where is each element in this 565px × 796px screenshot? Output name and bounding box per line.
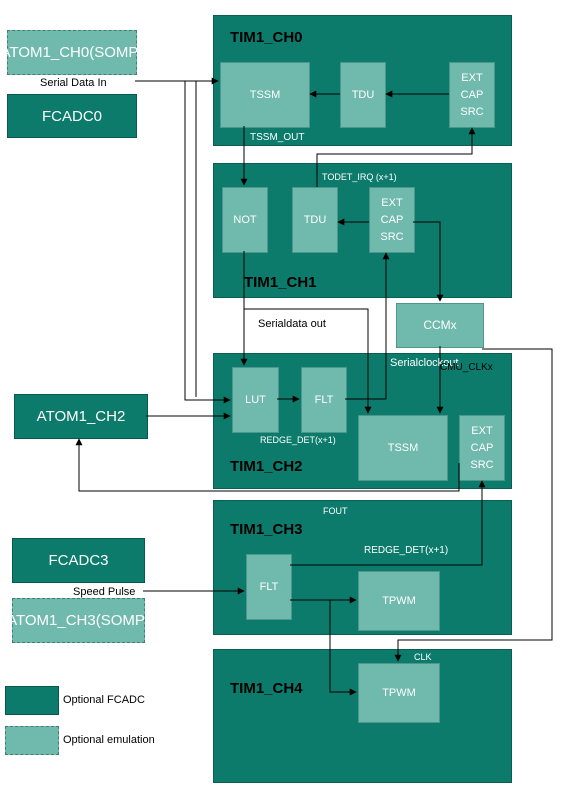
label-serial-data-out: Serialdata out — [258, 318, 326, 330]
ch1-tdu-block: TDU — [292, 187, 338, 253]
atom1-ch0-somp-block: ATOM1_CH0(SOMP) — [1, 30, 143, 75]
wire-serial-data-out — [244, 308, 372, 414]
ch1-not-block: NOT — [222, 187, 268, 253]
channel-title-ch2: TIM1_CH2 — [230, 458, 303, 475]
label-speed-pulse: Speed Pulse — [73, 586, 136, 598]
wire-ext-to-atom1-ch2 — [75, 438, 460, 492]
ch0-tdu-block: TDU — [340, 62, 386, 128]
fcadc0-block: FCADC0 — [7, 94, 137, 138]
fcadc3-block: FCADC3 — [12, 538, 145, 583]
legend-label-emulation: Optional emulation — [63, 734, 155, 746]
wire-ch1-ext-to-ccmx — [413, 221, 444, 302]
wire-serial-in-to-lut-1 — [184, 81, 231, 404]
label-clk: CLK — [414, 652, 432, 662]
ccmx-block: CCMx — [396, 303, 484, 348]
label-fout: FOUT — [323, 506, 348, 516]
channel-title-ch1: TIM1_CH1 — [244, 274, 317, 291]
wire-redge-det-ch3 — [290, 480, 486, 566]
label-tssm-out: TSSM_OUT — [250, 132, 305, 143]
legend-swatch-emulation — [5, 726, 59, 755]
label-redge-det-ch2: REDGE_DET(x+1) — [260, 435, 336, 445]
ch2-lut-block: LUT — [232, 367, 279, 433]
wire-flt-to-tpwm-ch4 — [329, 600, 357, 696]
legend-label-fcadc: Optional FCADC — [63, 694, 145, 706]
label-cmu-clkx: CMU_CLKx — [440, 362, 493, 373]
label-redge-det-ch3: REDGE_DET(x+1) — [364, 545, 449, 556]
ch2-tssm-block: TSSM — [358, 415, 448, 481]
ch3-tpwm-block: TPWM — [358, 571, 440, 631]
wire-todet-irq — [316, 127, 476, 187]
atom1-ch3-somp-block: ATOM1_CH3(SOMP) — [7, 598, 150, 643]
channel-title-ch4: TIM1_CH4 — [230, 680, 303, 697]
channel-title-ch3: TIM1_CH3 — [230, 521, 303, 538]
label-todet-irq: TODET_IRQ (x+1) — [322, 172, 397, 182]
atom1-ch2-block: ATOM1_CH2 — [14, 394, 148, 439]
ch4-tpwm-block: TPWM — [358, 663, 440, 723]
ch3-flt-block: FLT — [246, 554, 292, 620]
label-serial-clock-out: Serialclockout — [390, 357, 459, 369]
label-serial-data-in: Serial Data In — [40, 77, 107, 89]
legend-swatch-fcadc — [5, 686, 59, 715]
wire-serial-clock-out — [345, 252, 390, 400]
wire-cmu-clkx — [394, 348, 553, 662]
ch2-flt-block: FLT — [301, 367, 347, 433]
channel-title-ch0: TIM1_CH0 — [230, 29, 303, 46]
